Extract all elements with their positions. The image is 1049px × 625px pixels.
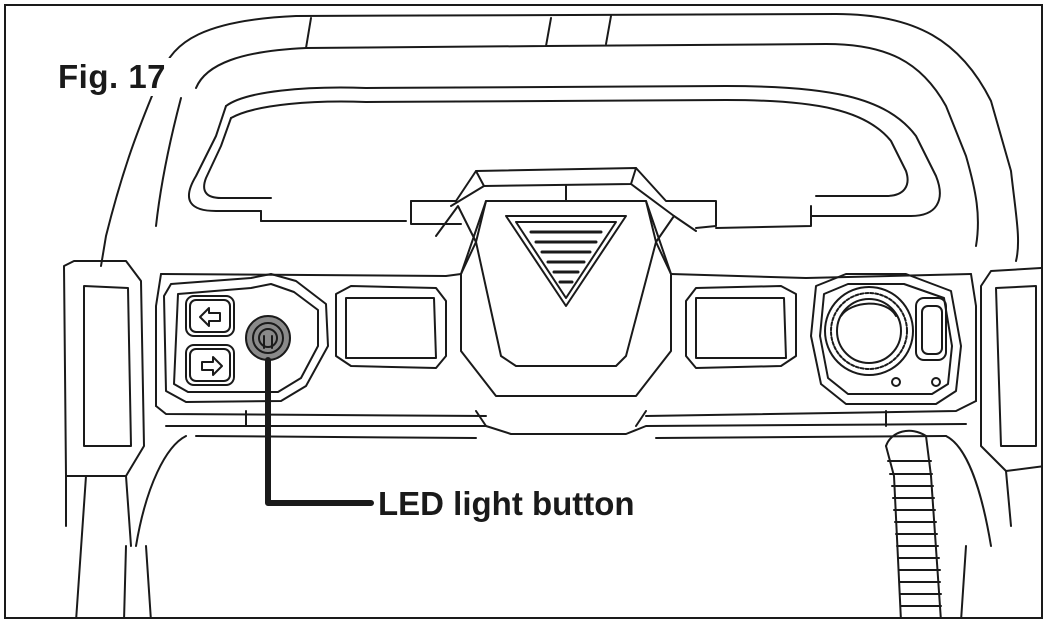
left-button-pod <box>163 273 329 403</box>
left-slot-panel <box>335 285 447 369</box>
flexible-hose <box>885 429 942 617</box>
control-panel-drawing <box>63 13 1041 617</box>
handle-bar <box>100 13 1020 267</box>
right-control-pod <box>810 273 962 405</box>
arrow-left-icon[interactable] <box>185 295 235 337</box>
right-side-grip <box>980 267 1041 527</box>
lower-frame <box>145 545 967 617</box>
indicator-window <box>891 297 947 387</box>
control-knob[interactable] <box>824 286 914 376</box>
led-light-button-label: LED light button <box>378 485 635 522</box>
warning-triangle-vent <box>505 215 627 307</box>
figure-label: Fig. 17 <box>52 58 173 96</box>
arrow-right-icon[interactable] <box>185 344 235 386</box>
left-side-grip <box>63 260 145 617</box>
figure-frame: Fig. 17 LED light button <box>4 4 1043 619</box>
callout-leader <box>265 357 374 506</box>
center-housing <box>410 167 717 397</box>
console-body <box>135 273 992 547</box>
right-slot-panel <box>685 285 797 369</box>
led-light-button[interactable] <box>245 315 291 361</box>
